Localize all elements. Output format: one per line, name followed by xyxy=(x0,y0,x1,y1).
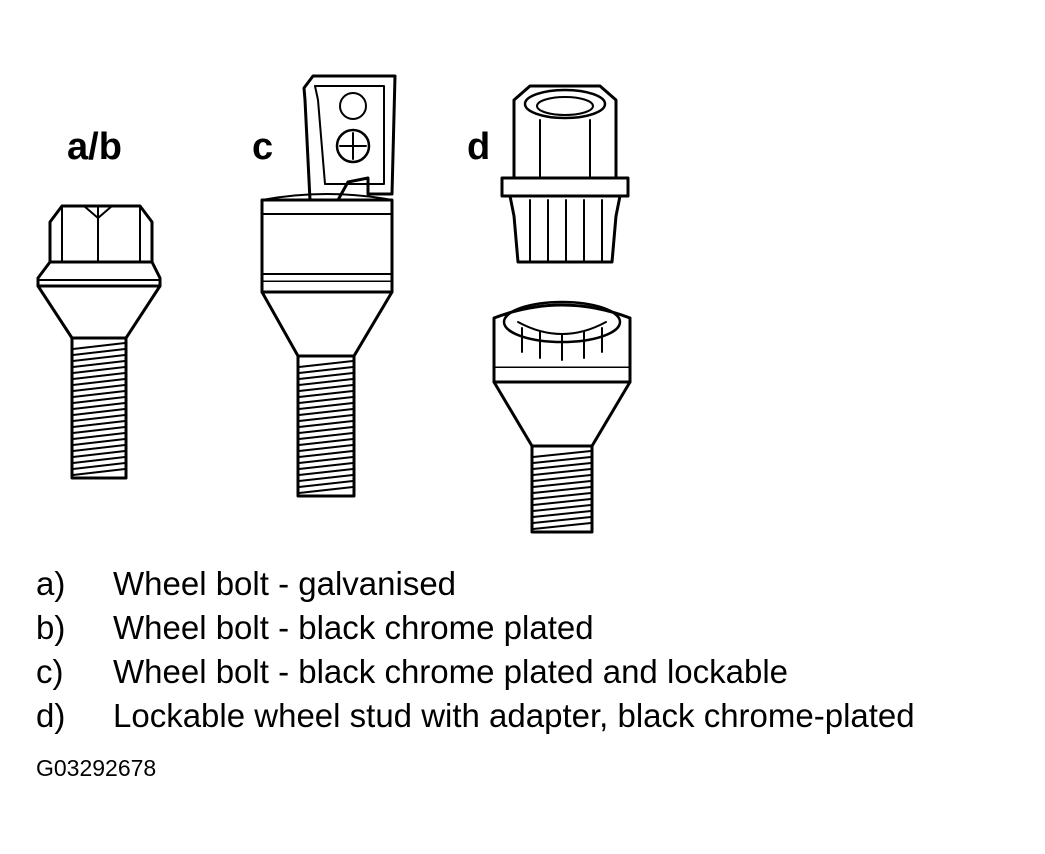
figure-code: G03292678 xyxy=(36,755,157,781)
stud-d-drawing xyxy=(492,300,632,534)
legend-key: b) xyxy=(36,609,66,646)
legend-key: d) xyxy=(36,697,66,734)
legend-key: a) xyxy=(36,565,66,602)
legend-key: c) xyxy=(36,653,64,690)
legend-text: Lockable wheel stud with adapter, black … xyxy=(113,697,915,734)
bolt-illustration: a/b c d xyxy=(36,74,632,534)
bolt-c-drawing xyxy=(260,74,397,498)
legend-item-a: a) Wheel bolt - galvanised xyxy=(36,562,1036,606)
bolt-ab-drawing xyxy=(36,204,162,480)
legend-item-c: c) Wheel bolt - black chrome plated and … xyxy=(36,650,1036,694)
legend-list: a) Wheel bolt - galvanised b) Wheel bolt… xyxy=(36,562,1036,738)
legend-text: Wheel bolt - black chrome plated xyxy=(113,609,594,646)
adapter-d-drawing xyxy=(500,84,630,264)
bolt-ab-label: a/b xyxy=(67,126,122,168)
legend-text: Wheel bolt - galvanised xyxy=(113,565,457,602)
legend-item-d: d) Lockable wheel stud with adapter, bla… xyxy=(36,694,1036,738)
legend-text: Wheel bolt - black chrome plated and loc… xyxy=(113,653,789,690)
bolt-c-label: c xyxy=(252,126,274,168)
legend-item-b: b) Wheel bolt - black chrome plated xyxy=(36,606,1036,650)
stud-d-label: d xyxy=(467,126,491,168)
